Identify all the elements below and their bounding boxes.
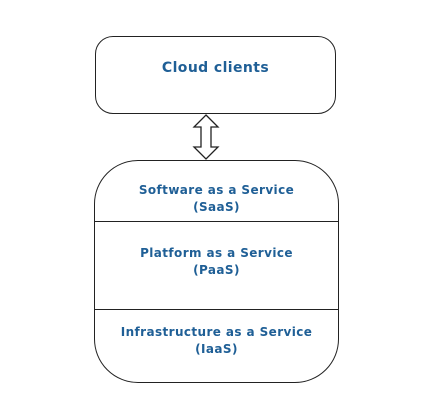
saas-layer: Software as a Service (SaaS) [95,161,338,222]
cloud-clients-label: Cloud clients [161,60,270,76]
paas-layer: Platform as a Service (PaaS) [95,222,338,310]
iaas-label-line1: Infrastructure as a Service [120,325,313,339]
service-stack-box: Software as a Service (SaaS) Platform as… [94,160,339,383]
saas-label-line2: (SaaS) [193,200,240,214]
saas-label-line1: Software as a Service [138,183,295,197]
saas-label: Software as a Service (SaaS) [95,182,338,216]
iaas-label-line2: (IaaS) [195,342,238,356]
arrow-shape [192,114,220,160]
cloud-clients-box: Cloud clients [95,36,336,114]
paas-label-line1: Platform as a Service [140,246,293,260]
iaas-layer: Infrastructure as a Service (IaaS) [95,310,338,382]
paas-label: Platform as a Service (PaaS) [95,245,338,279]
paas-label-line2: (PaaS) [193,263,240,277]
double-headed-arrow-icon [192,114,220,160]
iaas-label: Infrastructure as a Service (IaaS) [95,324,338,358]
